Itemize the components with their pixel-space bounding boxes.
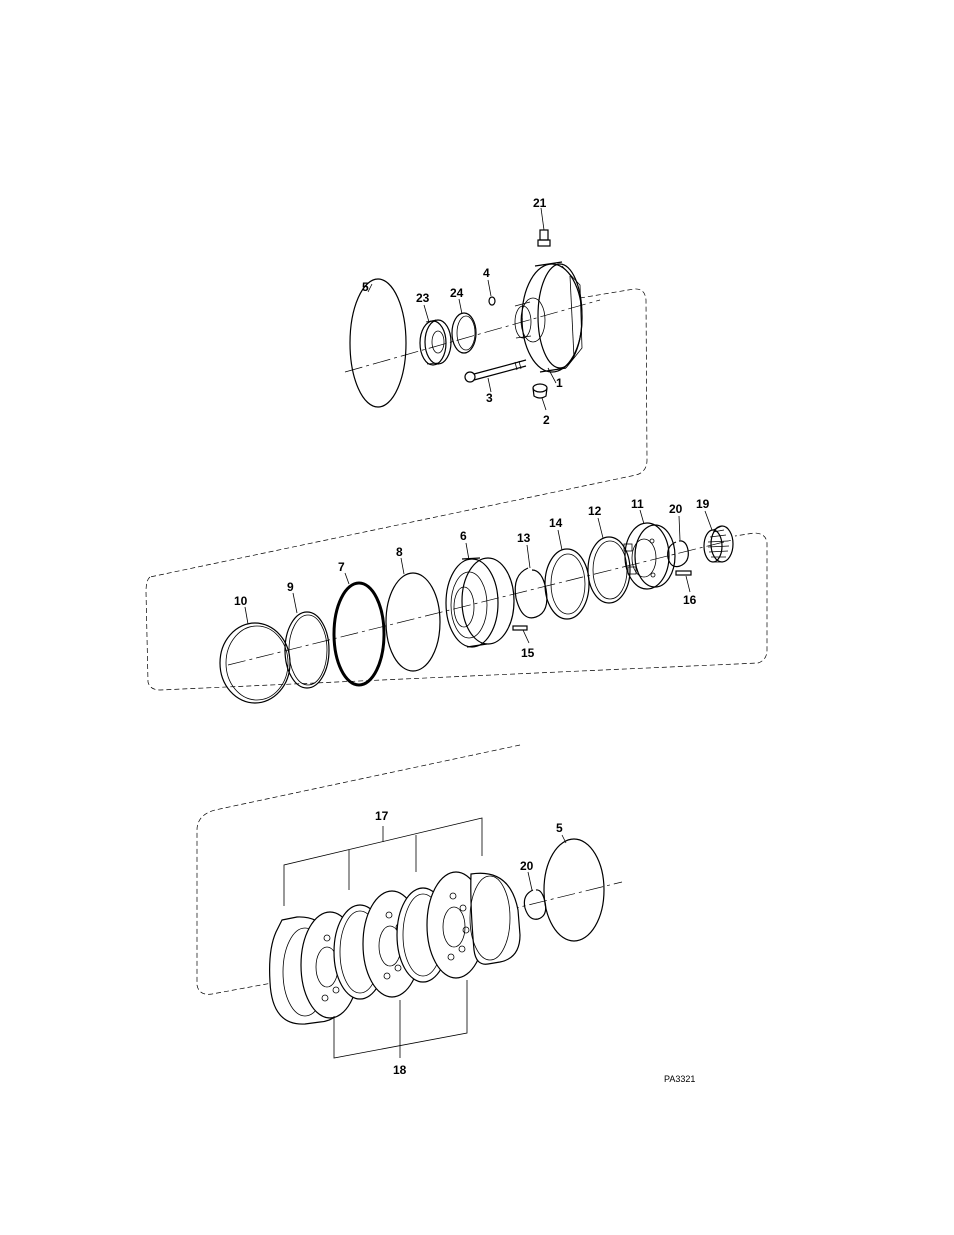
assembly-group-bottom: 17 18 20 5 [196,744,623,1077]
centerline-bottom [303,881,623,961]
part-21-fitting [537,229,551,247]
part-7-oring [332,581,386,687]
callout-14: 14 [549,516,563,530]
callout-3: 3 [486,391,493,405]
clutch-pack-17-18 [269,871,521,1025]
part-14-ring [544,548,590,620]
callout-24: 24 [450,286,464,300]
part-15-pin [512,625,528,631]
part-20-snap-ring-bottom [523,889,547,920]
callout-12: 12 [588,504,602,518]
callout-2: 2 [543,413,550,427]
callout-9: 9 [287,580,294,594]
part-10-seal-ring [219,622,291,704]
callout-7: 7 [338,560,345,574]
part-3-bolt [464,359,527,383]
part-5-oring-top [349,278,407,408]
part-11-retainer [623,522,676,590]
part-2-plug [532,383,548,399]
callout-18: 18 [393,1063,407,1077]
centerline-middle [227,539,733,666]
part-4-small-oring [488,296,496,306]
bracket-18 [333,980,468,1059]
callout-5-bottom: 5 [556,821,563,835]
assembly-group-top: 21 4 5 23 24 1 3 2 [149,196,648,578]
callout-16: 16 [683,593,697,607]
part-19-gear [703,525,734,563]
part-16-pin [675,570,692,576]
part-20-snap-ring-middle [667,540,689,568]
bracket-17 [283,817,483,906]
part-6-piston [445,557,515,648]
part-13-snap-ring [514,567,548,619]
callout-15: 15 [521,646,535,660]
assembly-group-middle: 10 9 7 8 6 13 15 14 12 11 20 16 19 [145,497,768,704]
callout-20-middle: 20 [669,502,683,516]
figure-code: PA3321 [664,1074,695,1084]
callout-13: 13 [517,531,531,545]
group-boundary-top [149,288,648,578]
centerline-top [344,299,601,373]
part-5-oring-bottom [543,838,605,942]
callout-8: 8 [396,545,403,559]
part-9-seal-ring [284,611,330,689]
part-24-ring [451,312,477,354]
part-1-housing [514,261,583,373]
part-23-bearing [419,319,452,366]
part-12-ring [587,536,631,604]
callout-21-top: 21 [533,196,547,210]
group-boundary-bottom [196,744,521,995]
callout-4: 4 [483,266,490,280]
group-boundary-middle [145,532,768,691]
part-8-oring [385,572,441,672]
callout-1: 1 [556,376,563,390]
callout-20-bottom: 20 [520,859,534,873]
callout-6: 6 [460,529,467,543]
callout-19: 19 [696,497,710,511]
callout-17: 17 [375,809,389,823]
callout-10: 10 [234,594,248,608]
callout-11: 11 [631,497,644,511]
callout-5-top: 5 [362,280,369,294]
callout-23: 23 [416,291,430,305]
